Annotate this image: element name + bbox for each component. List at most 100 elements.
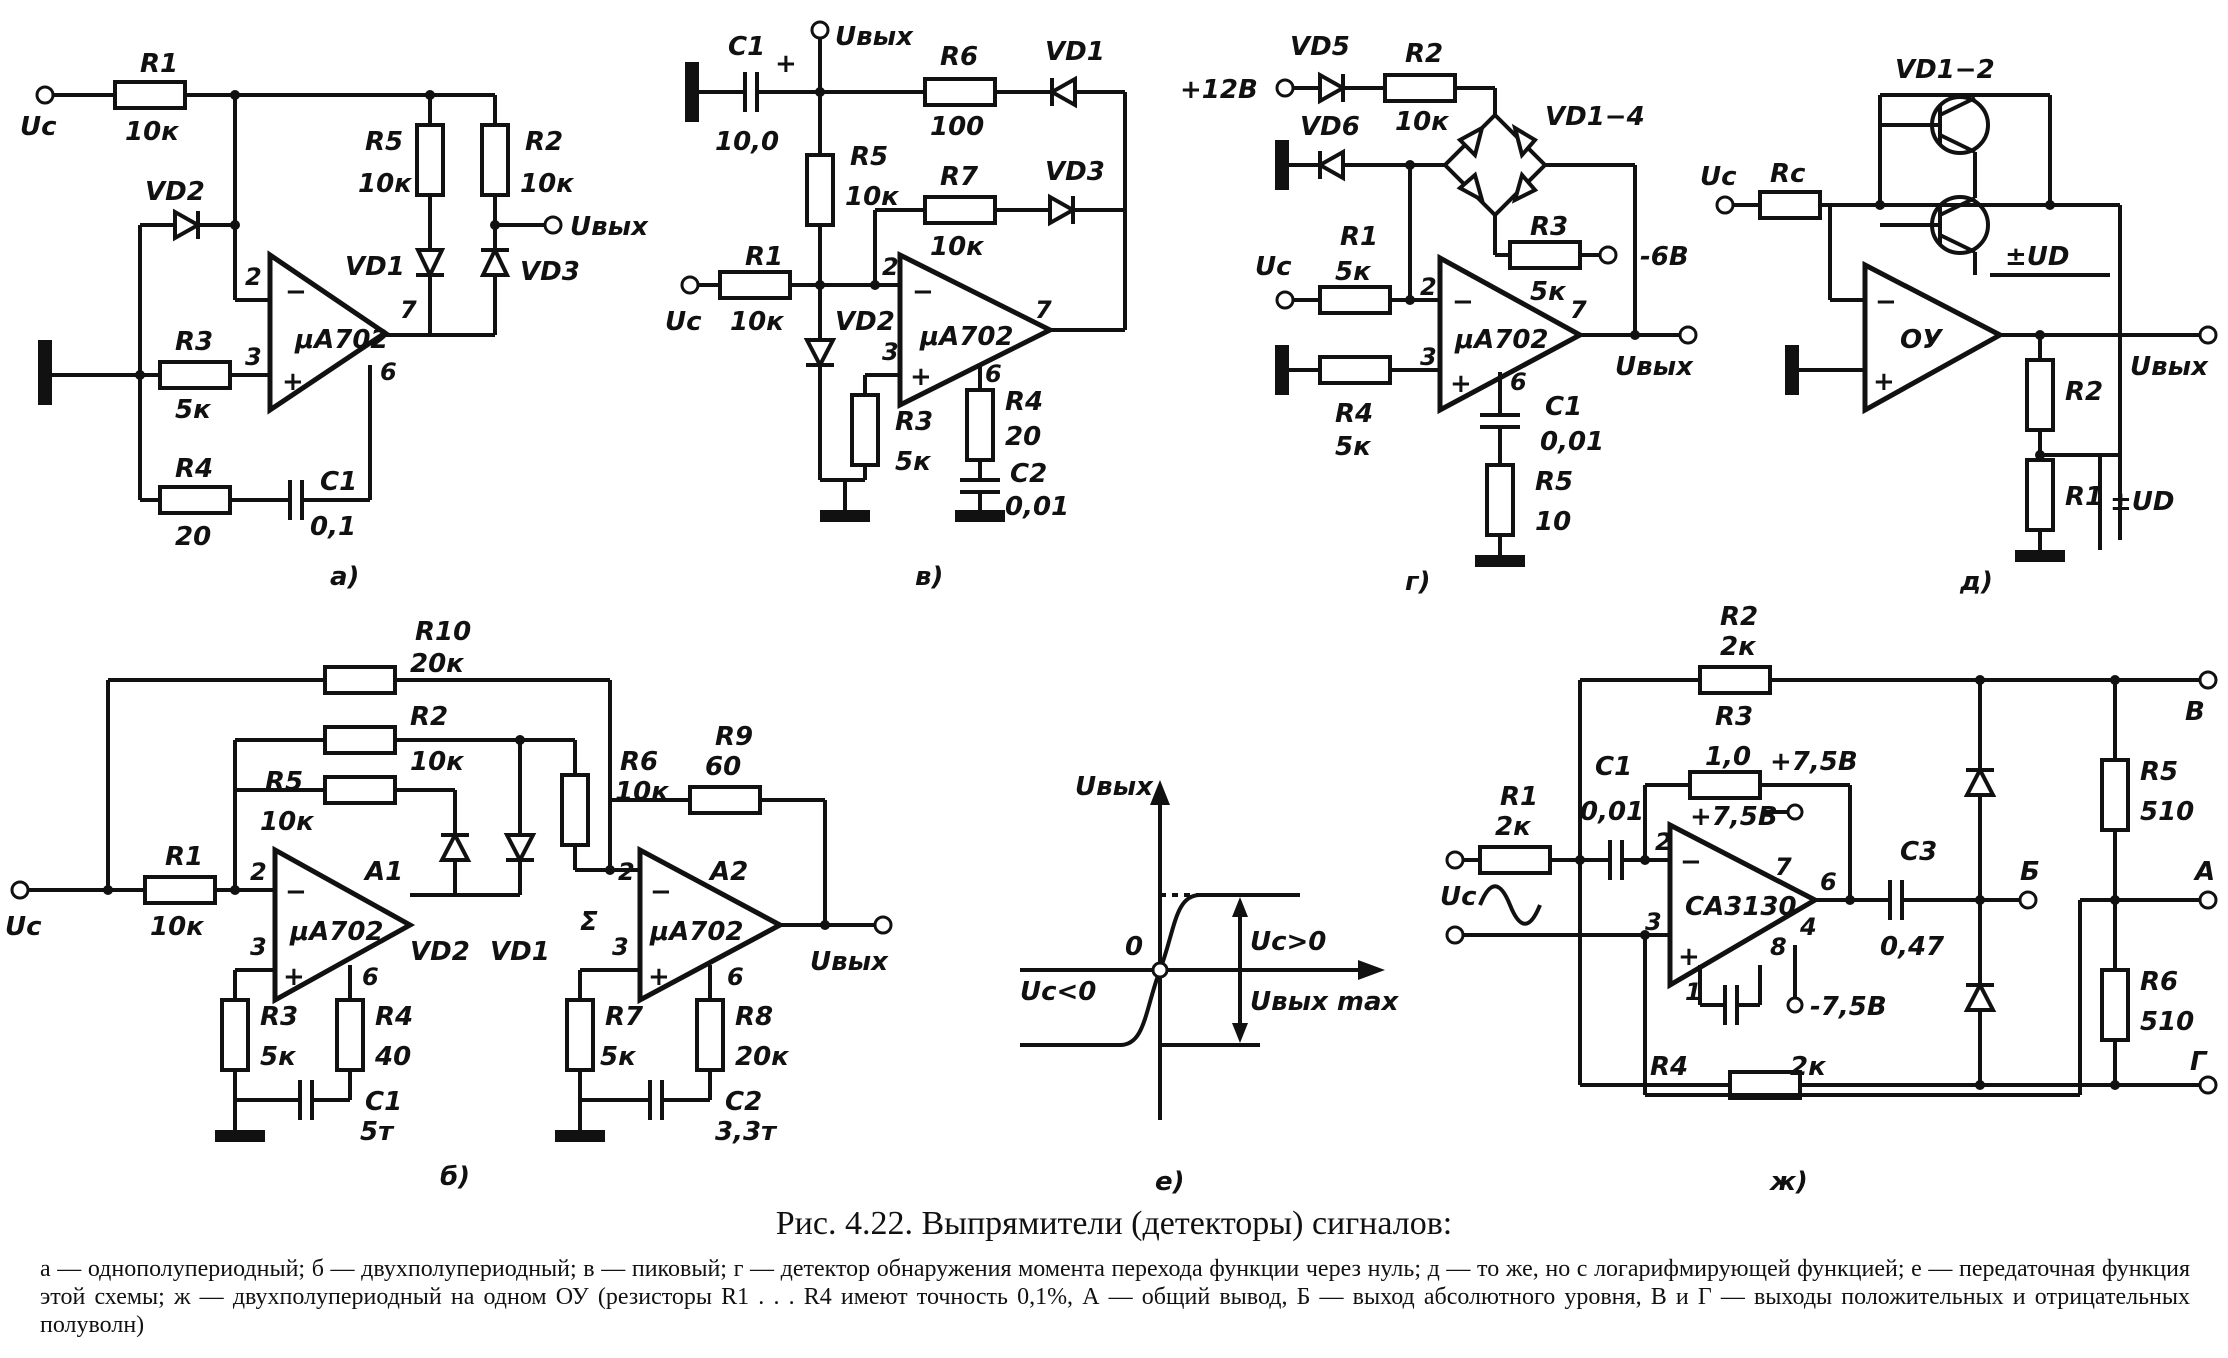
vd14-label: VD1−4 bbox=[1545, 102, 1645, 132]
r3-value: 5к bbox=[175, 395, 212, 425]
r6-value: 510 bbox=[2140, 1007, 2194, 1037]
diode-vd1 bbox=[503, 833, 537, 865]
vd3-label: VD3 bbox=[1045, 157, 1105, 187]
diode-vd2 bbox=[173, 208, 203, 242]
resistor-r2 bbox=[323, 725, 397, 755]
pin-6: 6 bbox=[1820, 868, 1837, 896]
r3-value: 1,0 bbox=[1705, 742, 1751, 772]
diode-vd1 bbox=[1047, 75, 1077, 109]
r5-name: R5 bbox=[365, 127, 403, 157]
ground-symbol bbox=[955, 510, 1005, 522]
supply-plus: +12В bbox=[1180, 75, 1258, 105]
resistor-r1 bbox=[113, 80, 187, 110]
panel-zh: R2 2к В Uc R1 2к C1 0,01 R3 1,0 +7,5В − bbox=[1440, 602, 2218, 1197]
r4-name: R4 bbox=[1005, 387, 1043, 417]
c2-name: C2 bbox=[725, 1087, 762, 1117]
c1-name: C1 bbox=[1545, 392, 1582, 422]
opamp-label: ОУ bbox=[1900, 325, 1944, 355]
svg-text:+: + bbox=[1450, 369, 1472, 399]
diode-vd5 bbox=[1318, 71, 1348, 105]
output-g bbox=[2198, 1075, 2218, 1095]
resistor-r1 bbox=[1478, 845, 1552, 875]
resistor-r7 bbox=[923, 195, 997, 225]
diode-vd6 bbox=[1315, 148, 1345, 182]
pin-3: 3 bbox=[245, 343, 262, 371]
neg-label: Uc<0 bbox=[1020, 977, 1096, 1007]
svg-text:+: + bbox=[775, 49, 797, 79]
output-a bbox=[2198, 890, 2218, 910]
pos-label: Uc>0 bbox=[1250, 927, 1326, 957]
sine-icon bbox=[1478, 884, 1542, 926]
pin-3: 3 bbox=[1420, 343, 1437, 371]
r5-value: 10 bbox=[1535, 507, 1571, 537]
r4-value: 40 bbox=[374, 1042, 411, 1072]
c2-value: 3,3т bbox=[715, 1117, 778, 1147]
diode-vd3 bbox=[479, 245, 511, 277]
figure-caption-title: Рис. 4.22. Выпрямители (детекторы) сигна… bbox=[775, 1205, 1453, 1242]
pin-6: 6 bbox=[985, 360, 1002, 388]
resistor-r4 bbox=[335, 998, 365, 1072]
vd2-label: VD2 bbox=[835, 307, 895, 337]
r3-name: R3 bbox=[175, 327, 213, 357]
svg-text:−: − bbox=[650, 877, 672, 907]
input-label: Uc bbox=[1255, 252, 1292, 282]
output-label: Uвых bbox=[1615, 352, 1694, 382]
a2-label: A2 bbox=[708, 857, 748, 887]
vd12-label: VD1−2 bbox=[1895, 55, 1995, 85]
r1-value: 10к bbox=[125, 117, 180, 147]
r1-name: R1 bbox=[1340, 222, 1378, 252]
output-terminal bbox=[873, 915, 893, 935]
r1-name: R1 bbox=[140, 49, 178, 79]
input-terminal-2 bbox=[1445, 925, 1465, 945]
resistor-r6 bbox=[923, 77, 997, 107]
c1-value: 0,01 bbox=[1580, 797, 1644, 827]
input-label: Uc bbox=[20, 112, 57, 142]
out-g-label: Г bbox=[2190, 1047, 2208, 1077]
c2-name: C2 bbox=[1010, 459, 1047, 489]
r7-name: R7 bbox=[605, 1002, 644, 1032]
pin-3: 3 bbox=[882, 338, 899, 366]
figure-caption-text: а — однополупериодный; б — двухполуперио… bbox=[40, 1256, 2190, 1338]
r6-name: R6 bbox=[2140, 967, 2178, 997]
r9-value: 20к bbox=[735, 1042, 790, 1072]
pin-7: 7 bbox=[1570, 296, 1587, 324]
svg-text:+: + bbox=[648, 962, 670, 992]
ground-symbol bbox=[685, 62, 699, 122]
opamp-label: μA702 bbox=[1454, 325, 1549, 355]
pin-3: 3 bbox=[1645, 908, 1662, 936]
opamp bbox=[1862, 260, 2006, 415]
r2-name: R2 bbox=[525, 127, 563, 157]
ground-symbol bbox=[38, 340, 52, 405]
origin-label: 0 bbox=[1125, 932, 1143, 962]
resistor-r9 bbox=[695, 998, 725, 1072]
svg-text:−: − bbox=[285, 877, 307, 907]
svg-text:+: + bbox=[283, 962, 305, 992]
pin-7: 7 bbox=[400, 296, 417, 324]
input-terminal bbox=[1445, 850, 1465, 870]
output-terminal bbox=[810, 20, 830, 40]
supply-terminal bbox=[1598, 245, 1618, 265]
panel-b-label: б) bbox=[440, 1162, 470, 1192]
ground-symbol bbox=[1275, 345, 1289, 395]
pin-2b: 2 bbox=[618, 858, 635, 886]
svg-text:+: + bbox=[282, 367, 304, 397]
resistor-r3 bbox=[850, 393, 880, 467]
svg-text:+: + bbox=[910, 362, 932, 392]
opamp-label: μA702 bbox=[289, 917, 384, 947]
output-label: Uвых bbox=[835, 22, 914, 52]
r3-value: 5к bbox=[260, 1042, 297, 1072]
resistor-r6 bbox=[2100, 968, 2130, 1042]
opamp2-label: μA702 bbox=[649, 917, 744, 947]
c2-value: 0,01 bbox=[1005, 492, 1069, 522]
r2-value: 10к bbox=[410, 747, 465, 777]
vd3-label: VD3 bbox=[520, 257, 580, 287]
ground-symbol bbox=[1785, 345, 1799, 395]
panel-g-label: г) bbox=[1405, 567, 1430, 597]
r4-name: R4 bbox=[375, 1002, 413, 1032]
y-axis-arrow bbox=[1150, 780, 1170, 805]
c1-value: 0,01 bbox=[1540, 427, 1604, 457]
out-a-label: А bbox=[2193, 857, 2215, 887]
r4-value: 2к bbox=[1790, 1052, 1827, 1082]
supply-2: +7,5В bbox=[1690, 802, 1778, 832]
resistor-r2 bbox=[480, 123, 510, 197]
